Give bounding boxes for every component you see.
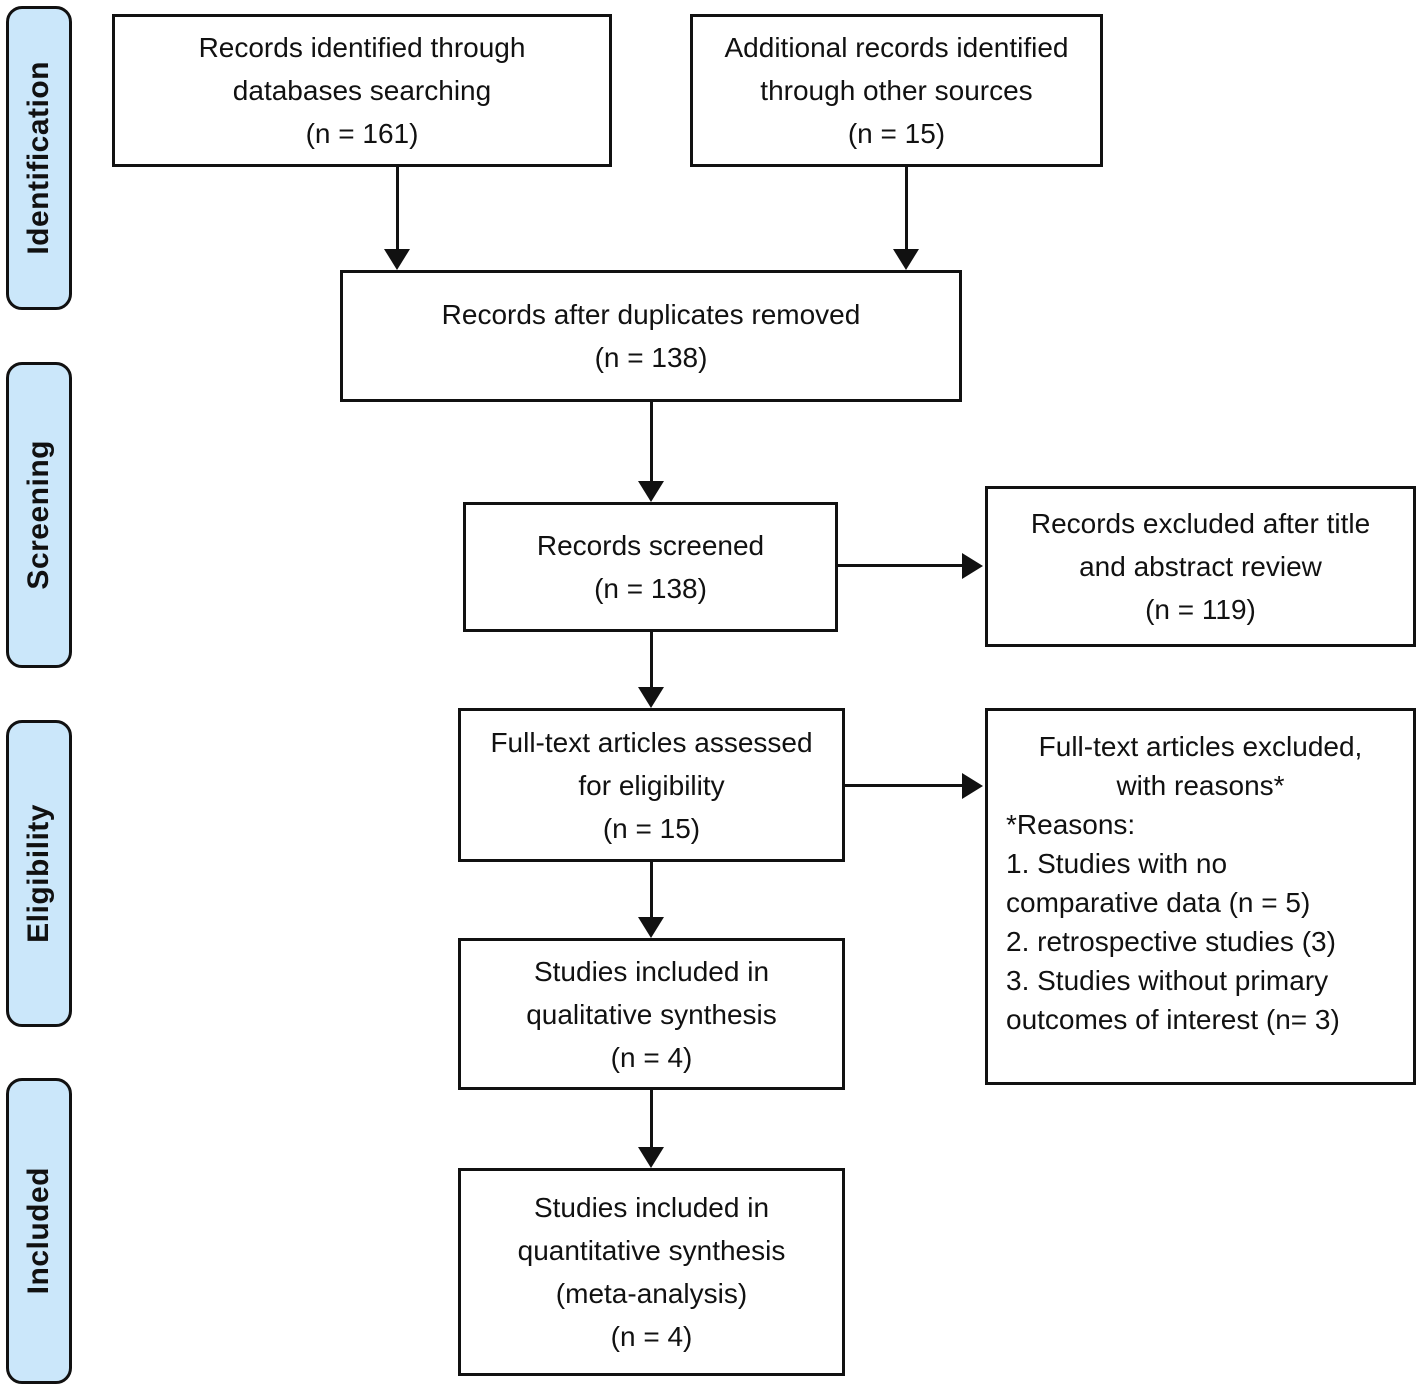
box-duplicates-removed: Records after duplicates removed (n = 13… bbox=[340, 270, 962, 402]
arrow-identified-to-dedup-line bbox=[396, 167, 399, 252]
text-line: Full-text articles excluded, bbox=[1038, 731, 1363, 762]
text-line: Full-text articles assessed bbox=[490, 726, 813, 758]
arrow-fulltext-to-qualitative-line bbox=[650, 862, 653, 920]
text-line: quantitative synthesis bbox=[517, 1235, 786, 1266]
arrow-identified-to-dedup-head bbox=[384, 249, 410, 270]
box-quantitative-synthesis: Studies included in quantitative synthes… bbox=[458, 1168, 845, 1376]
text-line: (n = 161) bbox=[305, 118, 419, 149]
arrow-dedup-to-screened-head bbox=[638, 481, 664, 502]
text-line: and abstract review bbox=[1079, 551, 1322, 582]
arrow-screened-to-fulltext-line bbox=[650, 632, 653, 690]
text-line: through other sources bbox=[760, 75, 1033, 106]
stage-eligibility: Eligibility bbox=[6, 720, 72, 1027]
box-additional-records: Additional records identified through ot… bbox=[690, 14, 1103, 167]
stage-included-label: Included bbox=[22, 1167, 55, 1295]
text-line: Studies included in bbox=[533, 955, 770, 987]
box-fulltext-excluded: Full-text articles excluded, with reason… bbox=[985, 708, 1416, 1085]
box-records-screened: Records screened (n = 138) bbox=[463, 502, 838, 632]
stage-included: Included bbox=[6, 1078, 72, 1384]
text-line: (n = 138) bbox=[594, 573, 707, 604]
reason-line: *Reasons: bbox=[1006, 809, 1136, 840]
text-line: (meta-analysis) bbox=[555, 1278, 748, 1309]
reason-line: 2. retrospective studies (3) bbox=[1006, 926, 1336, 957]
arrow-screened-to-excluded-line bbox=[838, 564, 965, 567]
text-line: (n = 119) bbox=[1145, 594, 1256, 625]
text-line: Records after duplicates removed bbox=[441, 299, 861, 330]
text-line: with reasons* bbox=[1116, 770, 1285, 801]
box-records-identified: Records identified through databases sea… bbox=[112, 14, 612, 167]
reason-line: 1. Studies with no bbox=[1006, 848, 1228, 879]
text-line: Additional records identified bbox=[724, 32, 1069, 63]
text-line: (n = 4) bbox=[610, 1041, 693, 1073]
reason-line: 3. Studies without primary bbox=[1006, 965, 1329, 996]
text-line: Studies included in bbox=[533, 1192, 770, 1223]
arrow-qualitative-to-quantitative-head bbox=[638, 1147, 664, 1168]
stage-screening: Screening bbox=[6, 362, 72, 668]
text-line: Records screened bbox=[536, 530, 765, 561]
arrow-additional-to-dedup-head bbox=[893, 249, 919, 270]
arrow-fulltext-to-qualitative-head bbox=[638, 917, 664, 938]
text-line: (n = 15) bbox=[847, 118, 946, 149]
stage-identification: Identification bbox=[6, 6, 72, 310]
arrow-qualitative-to-quantitative-line bbox=[650, 1090, 653, 1150]
stage-identification-label: Identification bbox=[22, 61, 55, 255]
stage-eligibility-label: Eligibility bbox=[22, 804, 55, 943]
reason-line: comparative data (n = 5) bbox=[1006, 887, 1311, 918]
arrow-additional-to-dedup-line bbox=[905, 167, 908, 252]
reason-line: outcomes of interest (n= 3) bbox=[1006, 1004, 1340, 1035]
box-records-excluded: Records excluded after title and abstrac… bbox=[985, 486, 1416, 647]
arrow-screened-to-fulltext-head bbox=[638, 687, 664, 708]
arrow-dedup-to-screened-line bbox=[650, 402, 653, 484]
text-line: Records excluded after title bbox=[1030, 508, 1371, 539]
text-line: for eligibility bbox=[578, 769, 725, 801]
arrow-screened-to-excluded-head bbox=[962, 553, 983, 579]
text-line: (n = 138) bbox=[594, 342, 708, 373]
box-qualitative-synthesis: Studies included in qualitative synthesi… bbox=[458, 938, 845, 1090]
text-line: (n = 4) bbox=[610, 1321, 693, 1352]
text-line: databases searching bbox=[232, 75, 492, 106]
text-line: qualitative synthesis bbox=[526, 998, 777, 1030]
arrow-fulltext-to-excluded-head bbox=[962, 773, 983, 799]
text-line: (n = 15) bbox=[602, 812, 701, 844]
arrow-fulltext-to-excluded-line bbox=[845, 784, 965, 787]
text-line: Records identified through bbox=[198, 32, 526, 63]
box-fulltext-assessed: Full-text articles assessed for eligibil… bbox=[458, 708, 845, 862]
stage-screening-label: Screening bbox=[22, 440, 55, 590]
